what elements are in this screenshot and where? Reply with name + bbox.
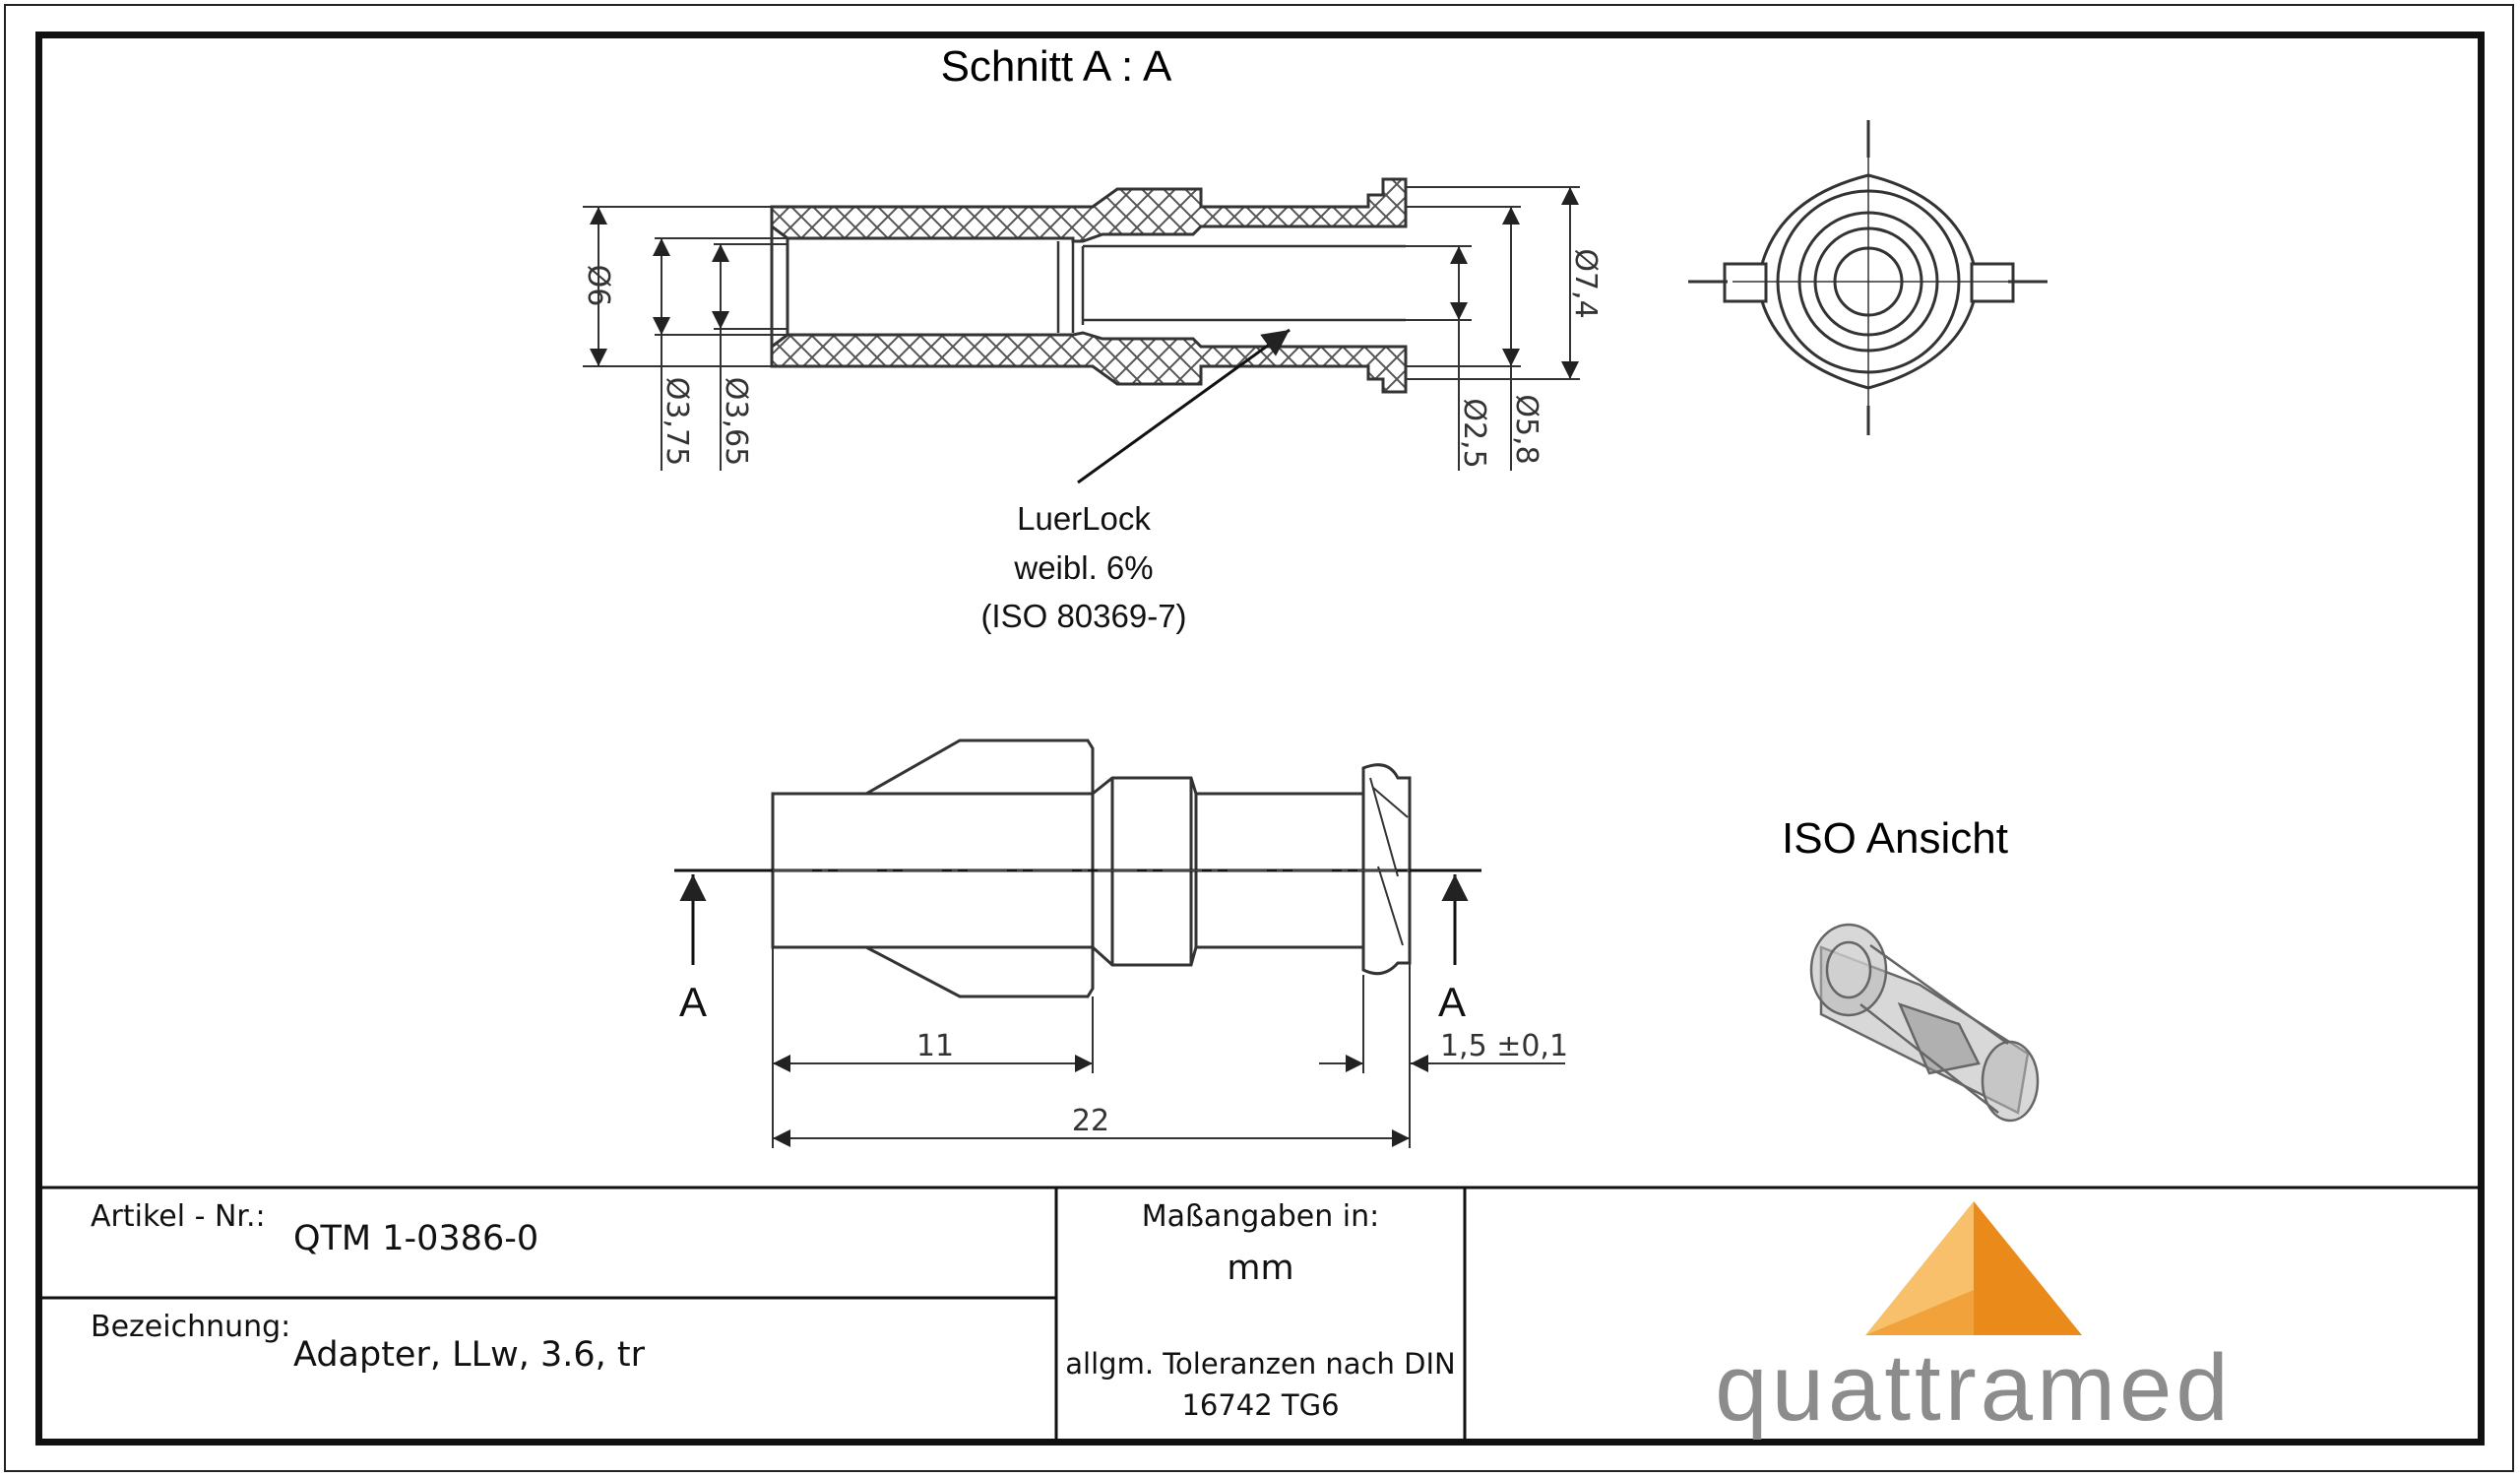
dim-diameter-5-8: Ø5,8 bbox=[1509, 394, 1544, 464]
callout-leader bbox=[1077, 328, 1291, 484]
callout-line-3: (ISO 80369-7) bbox=[980, 598, 1186, 634]
title-block-grid bbox=[39, 1186, 2481, 1440]
callout-line-2: weibl. 6% bbox=[1013, 549, 1153, 586]
drawing-frame-outer bbox=[4, 4, 2514, 1472]
designation-value: Adapter, LLw, 3.6, tr bbox=[293, 1335, 646, 1375]
units-label: Maßangaben in: bbox=[1141, 1199, 1380, 1234]
section-view-body bbox=[770, 177, 1408, 394]
dim-diameter-7-4: Ø7,4 bbox=[1568, 248, 1603, 318]
article-value: QTM 1-0386-0 bbox=[293, 1219, 539, 1258]
callout-line-1: LuerLock bbox=[1017, 500, 1151, 537]
logo-triangle-mid bbox=[1865, 1290, 1974, 1335]
dim-length-11: 11 bbox=[916, 1029, 954, 1063]
drawing-frame-inner bbox=[35, 32, 2485, 1446]
tolerance-line-1: allgm. Toleranzen nach DIN bbox=[1065, 1347, 1456, 1381]
side-dimension-lines bbox=[772, 947, 1565, 1148]
designation-label: Bezeichnung: bbox=[91, 1310, 291, 1344]
iso-view-part bbox=[1809, 923, 2040, 1123]
section-view-title: Schnitt A : A bbox=[941, 42, 1172, 91]
end-view bbox=[1688, 120, 2048, 435]
dim-length-22: 22 bbox=[1072, 1104, 1109, 1138]
iso-view-title: ISO Ansicht bbox=[1782, 814, 2008, 863]
lower-wall-section bbox=[770, 331, 1408, 394]
dim-diameter-6: Ø6 bbox=[581, 265, 615, 307]
logo-wordmark: quattramed bbox=[1715, 1335, 2233, 1441]
section-marker-right: A bbox=[1438, 979, 1466, 1025]
quattramed-logo: quattramed bbox=[1715, 1201, 2233, 1441]
tolerance-line-2: 16742 TG6 bbox=[1181, 1388, 1340, 1422]
dim-diameter-3-75: Ø3,75 bbox=[660, 377, 694, 466]
dim-diameter-3-65: Ø3,65 bbox=[719, 377, 753, 466]
dim-diameter-2-5: Ø2,5 bbox=[1457, 398, 1491, 468]
section-dimension-lines bbox=[583, 186, 1580, 471]
units-value: mm bbox=[1227, 1249, 1294, 1288]
logo-triangle-right bbox=[1974, 1201, 2082, 1335]
dim-flange-thickness: 1,5 ±0,1 bbox=[1440, 1029, 1568, 1063]
section-marker-left: A bbox=[679, 979, 707, 1025]
upper-wall-section bbox=[770, 177, 1408, 243]
article-label: Artikel - Nr.: bbox=[91, 1199, 266, 1234]
side-view-body bbox=[771, 739, 1412, 998]
